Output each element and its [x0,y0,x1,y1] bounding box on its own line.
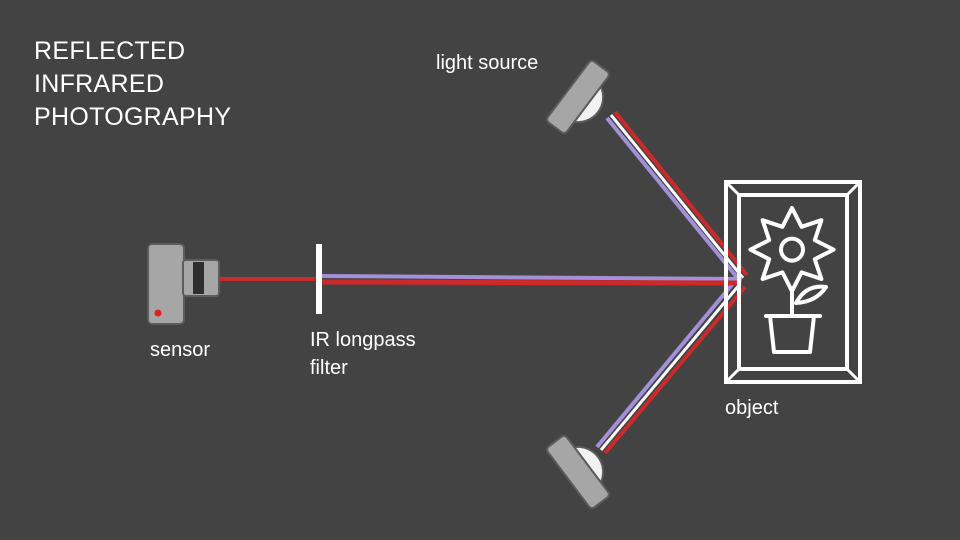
title-line-3: PHOTOGRAPHY [34,103,232,131]
object-painting [724,180,862,384]
frame-outer [724,180,862,384]
title-line-1: REFLECTED [34,37,186,65]
frame-inner [737,193,849,371]
ir-longpass-filter [316,244,322,314]
sensor-label: sensor [150,339,211,361]
sensor-dot [154,309,162,317]
light-source-bottom [546,435,610,509]
title-line-2: INFRARED [34,70,165,98]
sensor-camera [147,243,220,325]
incident-beam-bottom [595,279,747,455]
light-source-top [546,60,610,134]
filter-label-line1: IR longpass [310,329,416,351]
reflected-beam [321,274,743,286]
filter-label-line2: filter [310,357,348,379]
light-source-label: light source [436,52,539,74]
flower-icon [748,206,836,354]
object-label: object [725,397,779,419]
